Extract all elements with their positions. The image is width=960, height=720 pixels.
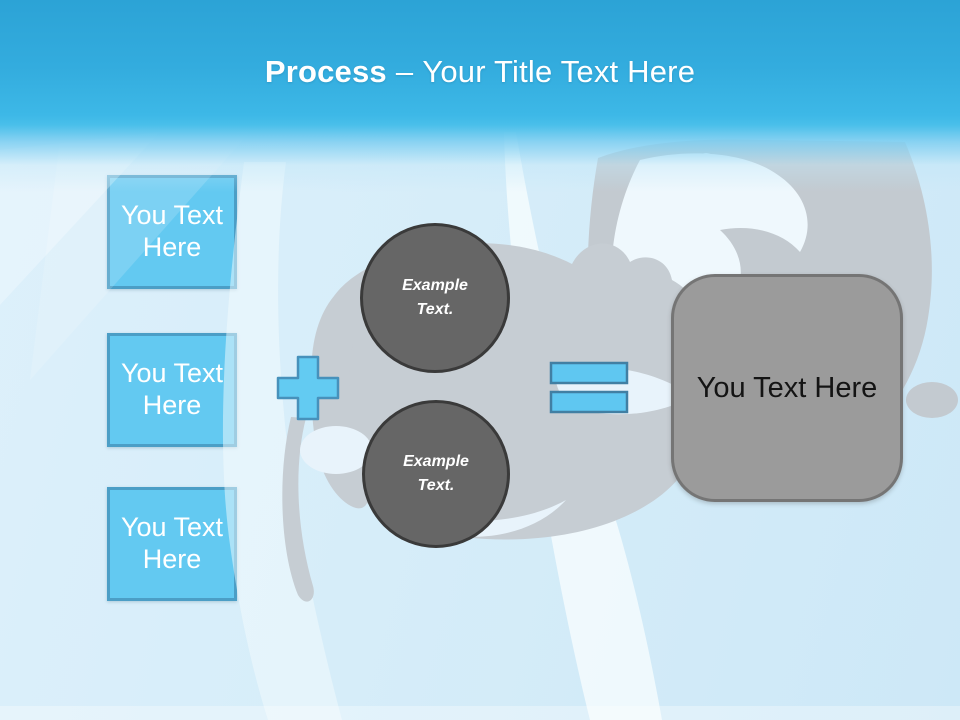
bottom-highlight-strip xyxy=(0,706,960,720)
plus-icon[interactable] xyxy=(276,355,340,421)
example-circle-2-label: Example Text. xyxy=(403,453,469,494)
title-keyword: Process xyxy=(264,54,387,89)
title-separator: – xyxy=(395,54,414,89)
input-box-3-label: You Text Here xyxy=(120,512,224,574)
slide-header: Process–Your Title Text Here xyxy=(0,0,960,192)
puppy-silhouette-tail xyxy=(282,417,314,602)
input-box-3[interactable]: You Text Here xyxy=(107,487,237,601)
input-box-2-label: You Text Here xyxy=(120,358,224,420)
swoosh-band-left xyxy=(222,162,342,720)
example-circle-2[interactable]: Example Text. xyxy=(362,400,510,548)
result-box-label: You Text Here xyxy=(696,371,878,404)
input-box-2[interactable]: You Text Here xyxy=(107,333,237,447)
example-circle-1-label: Example Text. xyxy=(402,277,468,318)
result-box[interactable]: You Text Here xyxy=(671,274,903,502)
equals-icon-bottom-bar[interactable] xyxy=(549,390,629,414)
equals-icon-top-bar[interactable] xyxy=(549,361,629,385)
globe-fragment xyxy=(906,382,958,418)
puppy-chest-patch xyxy=(300,426,372,474)
input-box-1-label: You Text Here xyxy=(120,200,224,262)
slide-title[interactable]: Process–Your Title Text Here xyxy=(0,54,960,90)
example-circle-1[interactable]: Example Text. xyxy=(360,223,510,373)
swoosh-streak-topleft-2 xyxy=(30,132,250,380)
input-box-1[interactable]: You Text Here xyxy=(107,175,237,289)
title-subtitle: Your Title Text Here xyxy=(422,54,696,89)
